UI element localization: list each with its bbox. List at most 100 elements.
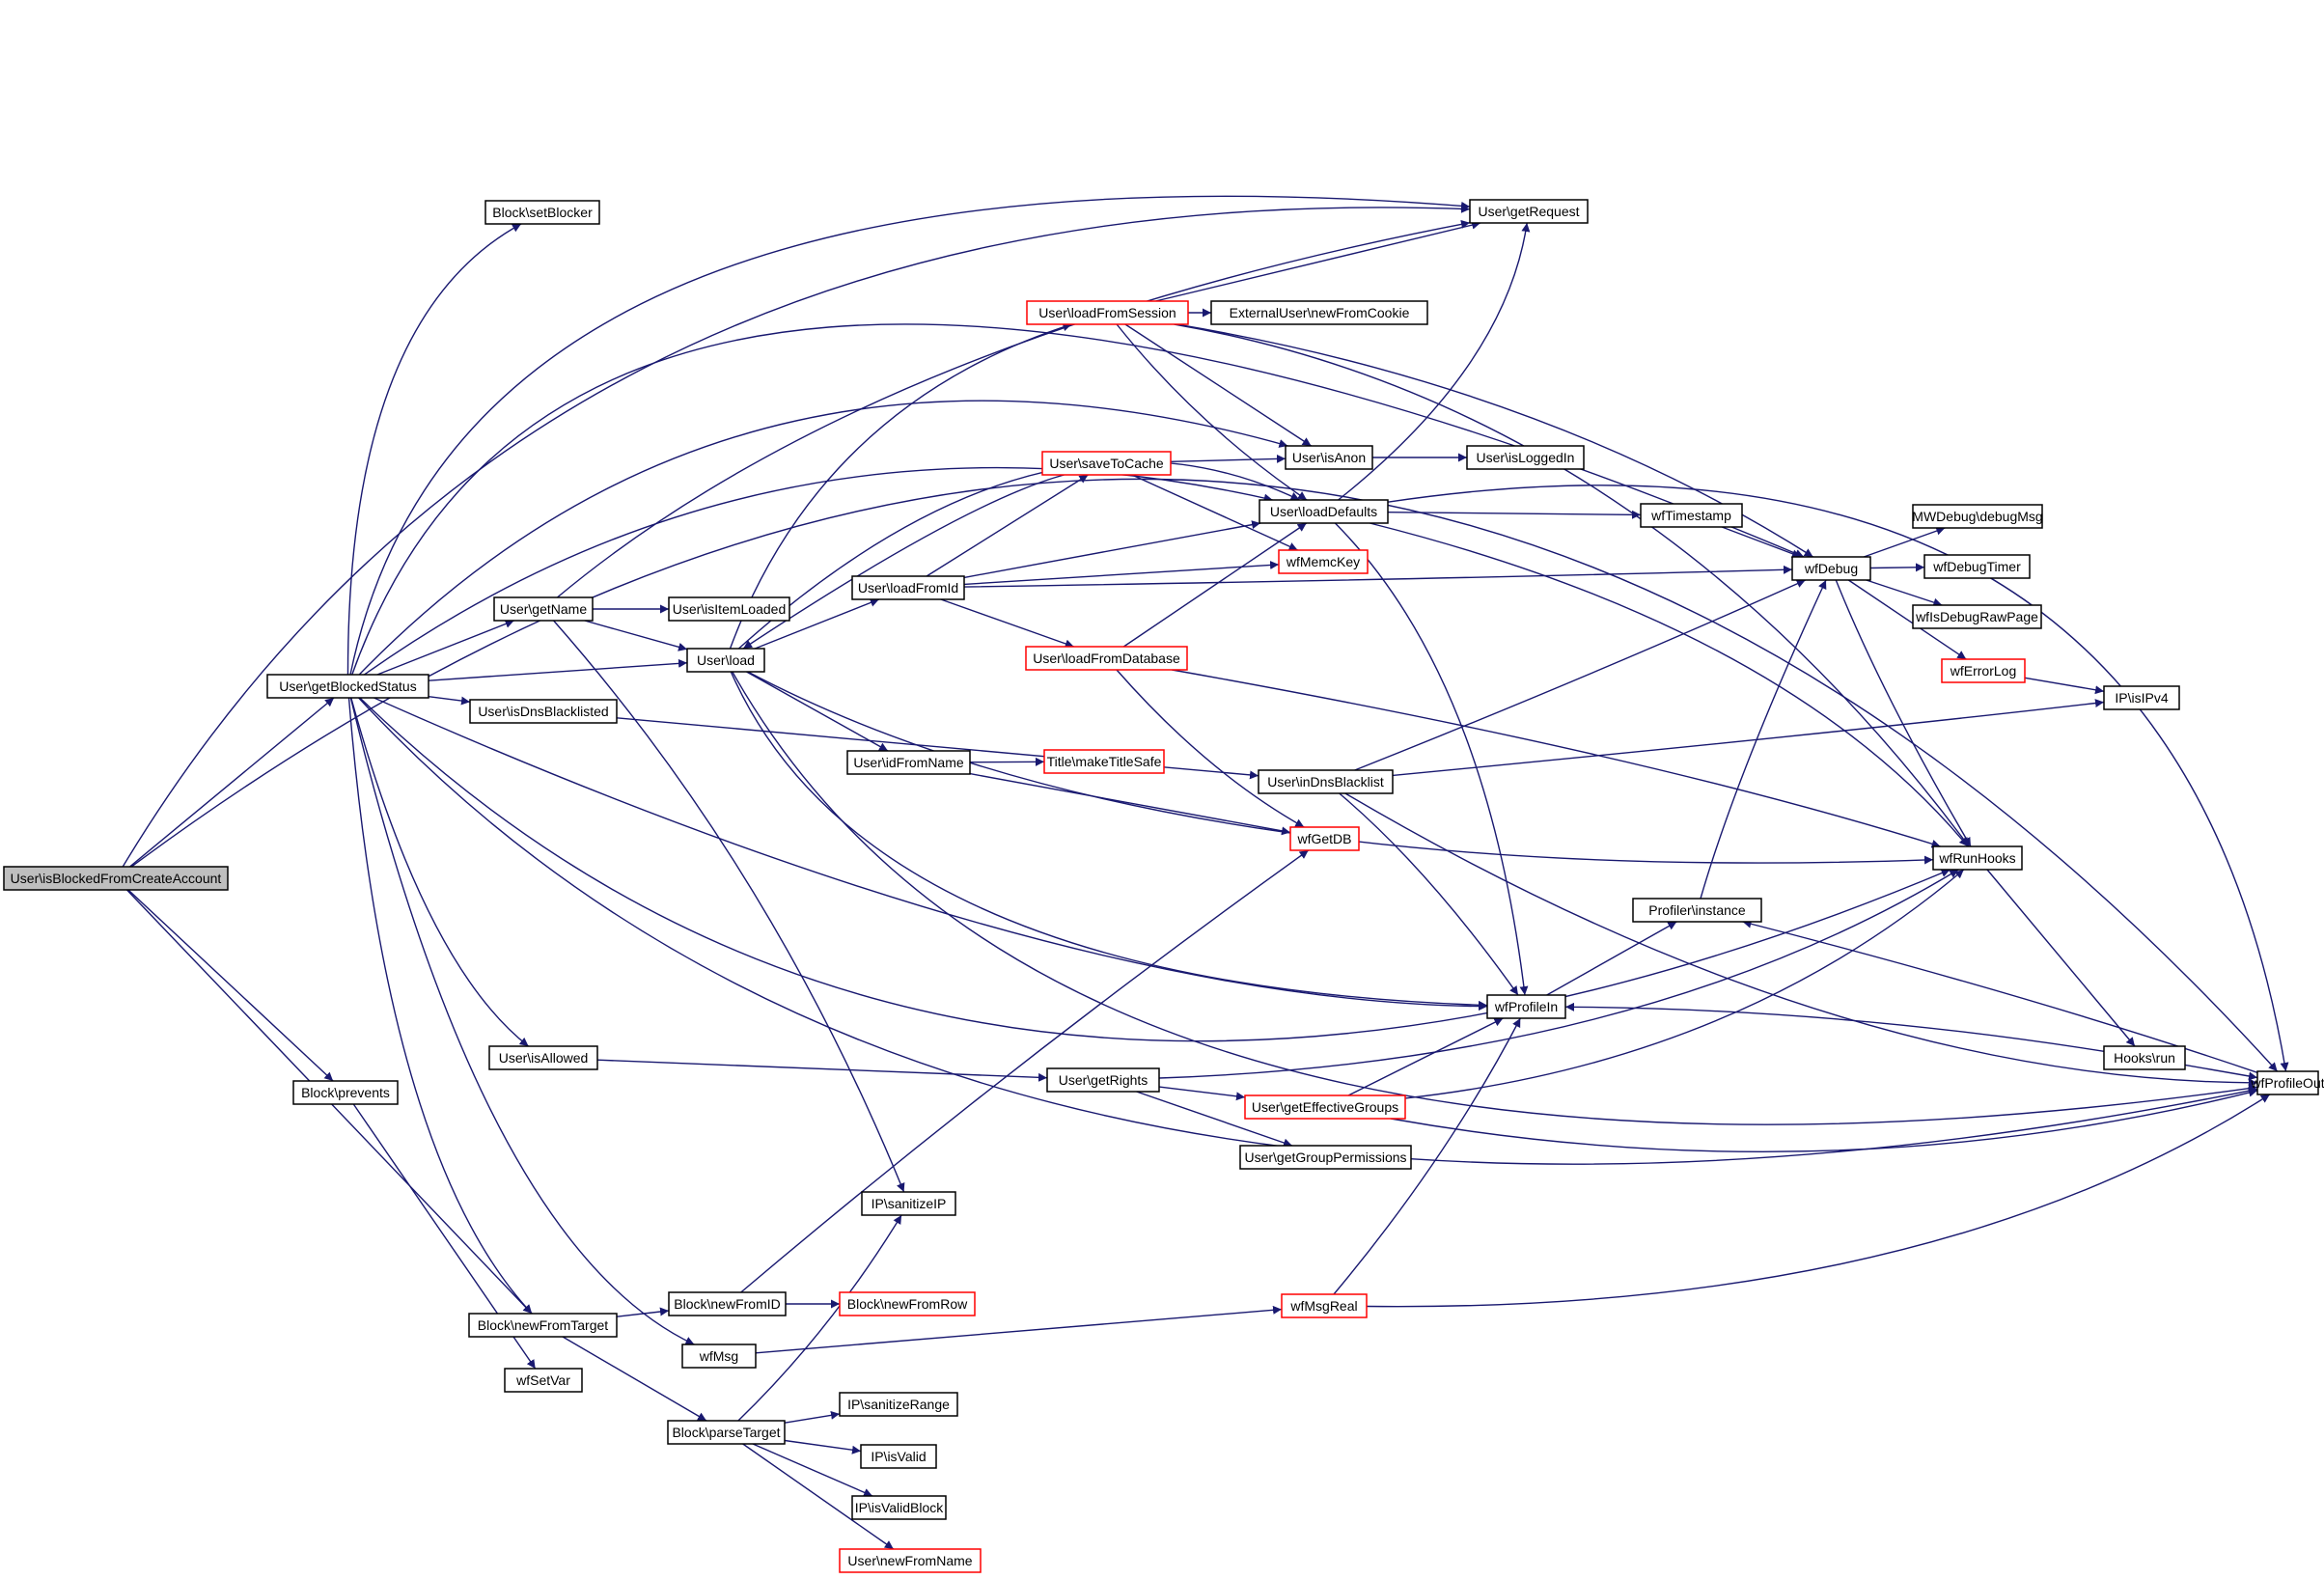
node-box[interactable] xyxy=(1486,994,1566,1019)
graph-node[interactable]: wfRunHooks xyxy=(1932,845,2023,871)
node-box[interactable] xyxy=(1259,499,1389,524)
graph-node[interactable]: User\loadFromSession xyxy=(1026,300,1189,325)
graph-node[interactable]: IP\isValid xyxy=(860,1444,937,1469)
node-box[interactable] xyxy=(1923,554,2031,579)
node-box[interactable] xyxy=(1043,749,1165,774)
node-box[interactable] xyxy=(839,1392,958,1417)
node-box[interactable] xyxy=(1912,604,2042,629)
graph-node[interactable]: IP\isIPv4 xyxy=(2103,685,2180,710)
graph-node[interactable]: Block\newFromTarget xyxy=(468,1313,618,1338)
graph-node[interactable]: User\getRights xyxy=(1046,1067,1160,1093)
graph-node[interactable]: User\loadFromDatabase xyxy=(1025,646,1188,671)
graph-node[interactable]: User\getEffectiveGroups xyxy=(1244,1094,1406,1120)
node-box[interactable] xyxy=(1258,769,1394,794)
graph-node[interactable]: wfMemcKey xyxy=(1278,549,1369,574)
node-box[interactable] xyxy=(488,1045,598,1070)
node-box[interactable] xyxy=(1041,451,1172,476)
graph-node[interactable]: Block\newFromID xyxy=(668,1291,787,1316)
graph-node[interactable]: Block\setBlocker xyxy=(484,200,600,225)
node-box[interactable] xyxy=(851,1495,947,1520)
graph-node[interactable]: User\isDnsBlacklisted xyxy=(469,699,618,724)
node-box[interactable] xyxy=(2103,685,2180,710)
graph-node[interactable]: wfMsgReal xyxy=(1281,1293,1368,1318)
node-box[interactable] xyxy=(1469,199,1589,224)
graph-node[interactable]: Profiler\instance xyxy=(1632,898,1762,923)
graph-node[interactable]: User\idFromName xyxy=(846,750,971,775)
node-box[interactable] xyxy=(860,1444,937,1469)
graph-node[interactable]: User\loadFromId xyxy=(851,575,965,600)
graph-node[interactable]: User\getGroupPermissions xyxy=(1239,1145,1412,1170)
node-box[interactable] xyxy=(1025,646,1188,671)
node-box[interactable] xyxy=(1244,1094,1406,1120)
node-box[interactable] xyxy=(1791,556,1871,581)
graph-node[interactable]: ExternalUser\newFromCookie xyxy=(1210,300,1428,325)
node-box[interactable] xyxy=(292,1080,399,1105)
node-box[interactable] xyxy=(3,866,229,891)
node-box[interactable] xyxy=(1281,1293,1368,1318)
graph-node[interactable]: wfGetDB xyxy=(1289,826,1360,851)
graph-node[interactable]: MWDebug\debugMsg xyxy=(1912,504,2043,529)
graph-node[interactable]: User\inDnsBlacklist xyxy=(1258,769,1394,794)
graph-node[interactable]: User\getRequest xyxy=(1469,199,1589,224)
graph-node[interactable]: Block\parseTarget xyxy=(667,1420,786,1445)
graph-node[interactable]: User\saveToCache xyxy=(1041,451,1172,476)
node-box[interactable] xyxy=(469,699,618,724)
graph-node[interactable]: User\isAnon xyxy=(1285,445,1373,470)
node-box[interactable] xyxy=(2256,1070,2319,1095)
node-box[interactable] xyxy=(2103,1045,2186,1070)
node-box[interactable] xyxy=(839,1548,982,1573)
node-box[interactable] xyxy=(851,575,965,600)
graph-node[interactable]: IP\sanitizeIP xyxy=(861,1191,956,1216)
graph-node[interactable]: wfDebugTimer xyxy=(1923,554,2031,579)
node-box[interactable] xyxy=(681,1344,757,1369)
node-box[interactable] xyxy=(667,1420,786,1445)
node-box[interactable] xyxy=(668,1291,787,1316)
node-box[interactable] xyxy=(493,596,594,622)
graph-node[interactable]: User\isAllowed xyxy=(488,1045,598,1070)
node-box[interactable] xyxy=(504,1368,583,1393)
graph-node[interactable]: wfSetVar xyxy=(504,1368,583,1393)
node-box[interactable] xyxy=(839,1291,976,1316)
graph-node[interactable]: User\load xyxy=(686,648,765,673)
graph-node[interactable]: wfProfileIn xyxy=(1486,994,1566,1019)
node-box[interactable] xyxy=(266,674,429,699)
graph-node[interactable]: User\getBlockedStatus xyxy=(266,674,429,699)
graph-node[interactable]: Block\newFromRow xyxy=(839,1291,976,1316)
graph-node[interactable]: wfMsg xyxy=(681,1344,757,1369)
graph-node[interactable]: Block\prevents xyxy=(292,1080,399,1105)
node-box[interactable] xyxy=(1046,1067,1160,1093)
node-box[interactable] xyxy=(686,648,765,673)
graph-node[interactable]: User\getName xyxy=(493,596,594,622)
node-box[interactable] xyxy=(1632,898,1762,923)
node-box[interactable] xyxy=(1466,445,1585,470)
graph-node[interactable]: wfTimestamp xyxy=(1640,503,1743,528)
graph-node[interactable]: wfDebug xyxy=(1791,556,1871,581)
graph-node[interactable]: wfIsDebugRawPage xyxy=(1912,604,2042,629)
graph-node[interactable]: User\isBlockedFromCreateAccount xyxy=(3,866,229,891)
node-box[interactable] xyxy=(468,1313,618,1338)
node-box[interactable] xyxy=(861,1191,956,1216)
node-box[interactable] xyxy=(484,200,600,225)
graph-node[interactable]: User\isLoggedIn xyxy=(1466,445,1585,470)
graph-node[interactable]: wfProfileOut xyxy=(2250,1070,2324,1095)
node-box[interactable] xyxy=(1912,504,2043,529)
graph-node[interactable]: User\isItemLoaded xyxy=(668,596,790,622)
node-box[interactable] xyxy=(1239,1145,1412,1170)
graph-node[interactable]: Title\makeTitleSafe xyxy=(1043,749,1165,774)
graph-node[interactable]: IP\isValidBlock xyxy=(851,1495,947,1520)
node-box[interactable] xyxy=(1932,845,2023,871)
node-box[interactable] xyxy=(1285,445,1373,470)
graph-node[interactable]: wfErrorLog xyxy=(1941,658,2026,683)
graph-node[interactable]: Hooks\run xyxy=(2103,1045,2186,1070)
graph-node[interactable]: User\newFromName xyxy=(839,1548,982,1573)
node-box[interactable] xyxy=(1640,503,1743,528)
graph-node[interactable]: IP\sanitizeRange xyxy=(839,1392,958,1417)
node-box[interactable] xyxy=(846,750,971,775)
node-box[interactable] xyxy=(1026,300,1189,325)
node-box[interactable] xyxy=(1210,300,1428,325)
node-box[interactable] xyxy=(1278,549,1369,574)
node-box[interactable] xyxy=(1289,826,1360,851)
node-box[interactable] xyxy=(668,596,790,622)
node-box[interactable] xyxy=(1941,658,2026,683)
graph-node[interactable]: User\loadDefaults xyxy=(1259,499,1389,524)
